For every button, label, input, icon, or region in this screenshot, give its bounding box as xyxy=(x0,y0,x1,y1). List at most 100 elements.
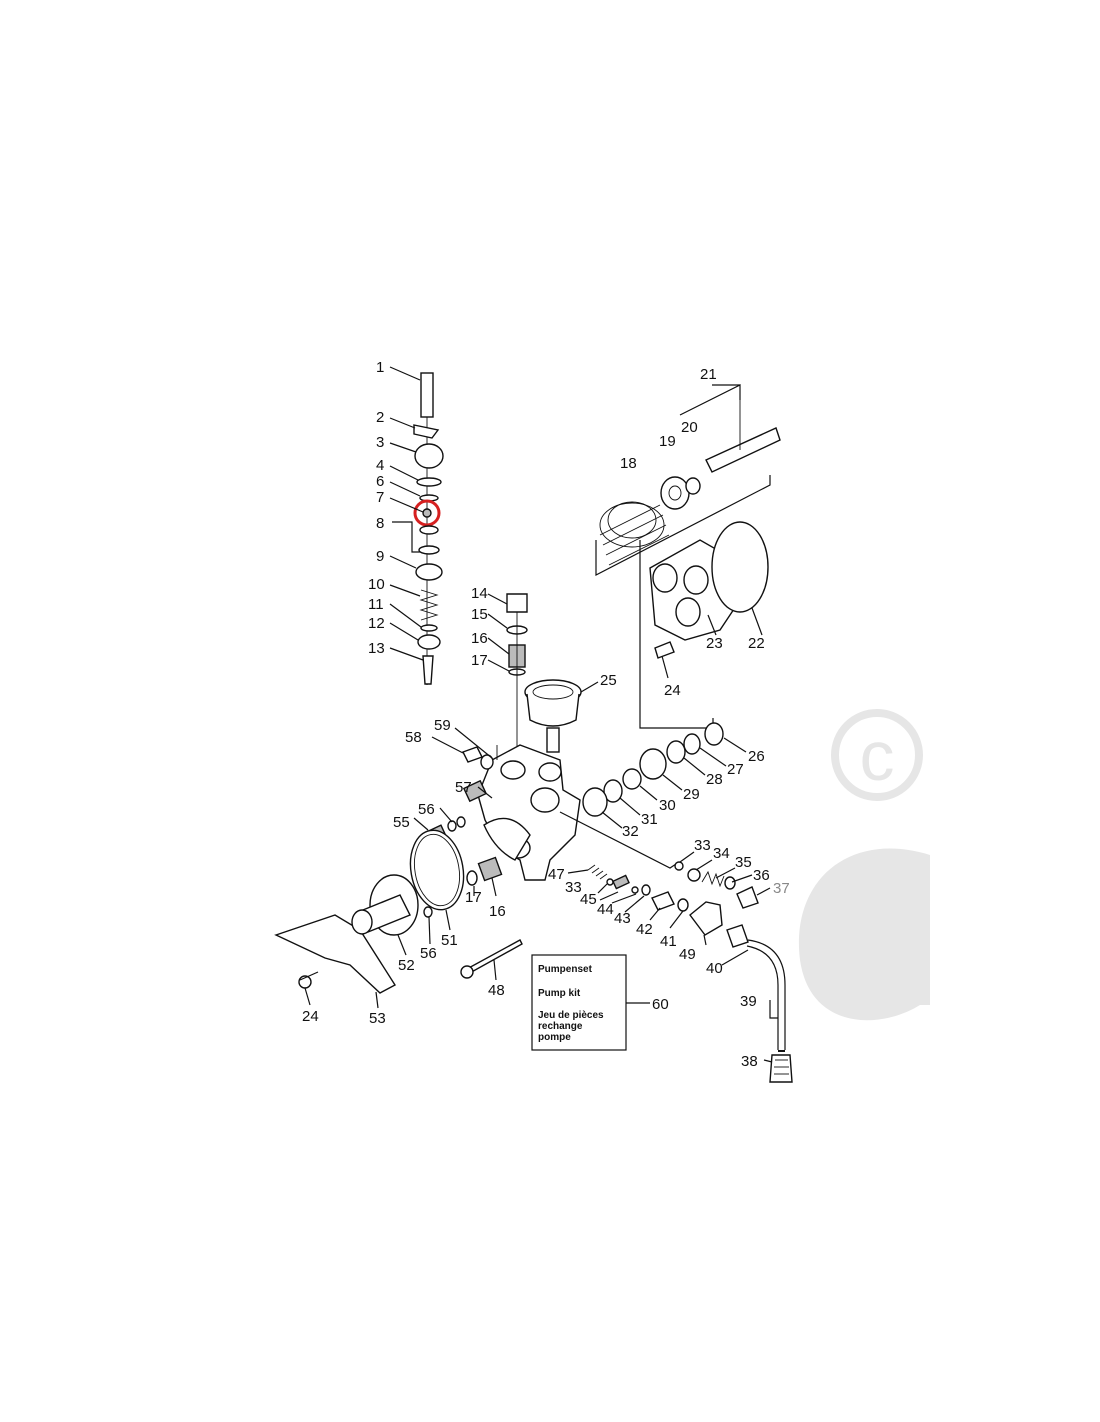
label-part-45: 45 xyxy=(580,891,597,908)
part-49-nut xyxy=(689,901,723,936)
label-part-48: 48 xyxy=(488,982,505,999)
part-53-shape xyxy=(274,914,396,994)
label-part-55: 55 xyxy=(393,814,410,831)
part-11-shape xyxy=(420,624,438,632)
part-38-shape xyxy=(769,1054,793,1083)
part-40-shape xyxy=(726,924,749,948)
part-58-shape xyxy=(462,746,483,763)
label-part-4: 4 xyxy=(376,457,384,474)
label-part-56-top: 56 xyxy=(418,801,435,818)
label-part-51: 51 xyxy=(441,932,458,949)
part-18-spring xyxy=(599,504,670,566)
label-part-17-bottom: 17 xyxy=(465,889,482,906)
label-part-18: 18 xyxy=(620,455,637,472)
label-part-23: 23 xyxy=(706,635,723,652)
kit-line-4: rechange xyxy=(538,1021,583,1032)
label-part-15: 15 xyxy=(471,606,488,623)
watermark-shape xyxy=(798,848,930,1021)
label-part-44: 44 xyxy=(597,901,614,918)
kit-box-frame xyxy=(531,954,627,1051)
part-32-shape xyxy=(582,787,608,817)
label-part-41: 41 xyxy=(660,933,677,950)
label-part-53: 53 xyxy=(369,1010,386,1027)
label-part-49: 49 xyxy=(679,946,696,963)
injector-assembly xyxy=(567,851,771,946)
label-part-16: 16 xyxy=(471,630,488,647)
lower-left-parts xyxy=(409,829,503,931)
kit-line-3: Jeu de pièces xyxy=(538,1010,604,1021)
label-part-59: 59 xyxy=(434,717,451,734)
pressure-gauge xyxy=(524,679,599,753)
part-29-shape xyxy=(639,748,667,780)
part-28-shape xyxy=(666,740,686,764)
kit-line-1: Pumpenset xyxy=(538,964,593,975)
label-part-57: 57 xyxy=(455,779,472,796)
label-part-9: 9 xyxy=(376,548,384,565)
label-part-12: 12 xyxy=(368,615,385,632)
watermark-ring xyxy=(831,709,923,801)
label-part-43: 43 xyxy=(614,910,631,927)
long-screw xyxy=(460,939,523,981)
part-9-shape xyxy=(415,563,443,581)
label-part-8: 8 xyxy=(376,515,384,532)
part-59-shape xyxy=(480,754,494,770)
label-part-1: 1 xyxy=(376,359,384,376)
left-side-parts xyxy=(413,727,494,844)
piston-assembly xyxy=(595,384,781,729)
label-part-33-top: 33 xyxy=(694,837,711,854)
part-10-spring xyxy=(419,589,439,621)
label-part-24-top: 24 xyxy=(664,682,681,699)
label-part-27: 27 xyxy=(727,761,744,778)
label-part-58: 58 xyxy=(405,729,422,746)
kit-number: 60 xyxy=(652,996,669,1013)
label-part-6: 6 xyxy=(376,473,384,490)
part-7-shape xyxy=(422,508,432,518)
kit-line-5: pompe xyxy=(538,1032,571,1043)
label-part-16-bottom: 16 xyxy=(489,903,506,920)
label-part-22: 22 xyxy=(748,635,765,652)
label-part-36: 36 xyxy=(753,867,770,884)
label-part-17: 17 xyxy=(471,652,488,669)
part-22-shape xyxy=(711,521,769,613)
label-part-39: 39 xyxy=(740,993,757,1010)
part-21-shape xyxy=(705,427,781,473)
part-12-shape xyxy=(417,634,441,650)
label-part-42: 42 xyxy=(636,921,653,938)
kit-line-2: Pump kit xyxy=(538,988,581,999)
part-2-shape xyxy=(413,424,440,439)
part-labels: 1 2 3 4 6 7 8 9 10 11 12 13 14 15 16 17 … xyxy=(302,359,790,1070)
label-part-37: 37 xyxy=(773,880,790,897)
label-part-34: 34 xyxy=(713,845,730,862)
label-part-56-bottom: 56 xyxy=(420,945,437,962)
part-3-shape xyxy=(414,443,444,469)
label-part-28: 28 xyxy=(706,771,723,788)
label-part-30: 30 xyxy=(659,797,676,814)
label-part-2: 2 xyxy=(376,409,384,426)
part-31-shape xyxy=(603,779,623,803)
part-20-shape xyxy=(685,477,701,495)
label-part-33-bottom: 33 xyxy=(565,879,582,896)
label-part-7: 7 xyxy=(376,489,384,506)
part-17b-shape xyxy=(466,870,478,886)
label-part-24-bottom: 24 xyxy=(302,1008,319,1025)
label-part-14: 14 xyxy=(471,585,488,602)
label-part-52: 52 xyxy=(398,957,415,974)
highlight-ring-part-7 xyxy=(413,499,441,527)
part-30-shape xyxy=(622,768,642,790)
part-27-shape xyxy=(683,733,701,755)
label-part-13: 13 xyxy=(368,640,385,657)
part-14-shape xyxy=(506,593,528,613)
part-51-shape xyxy=(409,829,465,911)
label-part-20: 20 xyxy=(681,419,698,436)
label-part-47: 47 xyxy=(548,866,565,883)
label-part-32: 32 xyxy=(622,823,639,840)
label-part-38: 38 xyxy=(741,1053,758,1070)
label-part-10: 10 xyxy=(368,576,385,593)
part-4-shape xyxy=(416,477,442,487)
pump-body xyxy=(477,744,677,881)
part-13-shape xyxy=(422,655,434,685)
part-48-shape xyxy=(463,939,523,975)
label-part-21: 21 xyxy=(700,366,717,383)
part-1-shape xyxy=(420,372,434,418)
outlet-fitting xyxy=(487,593,528,760)
